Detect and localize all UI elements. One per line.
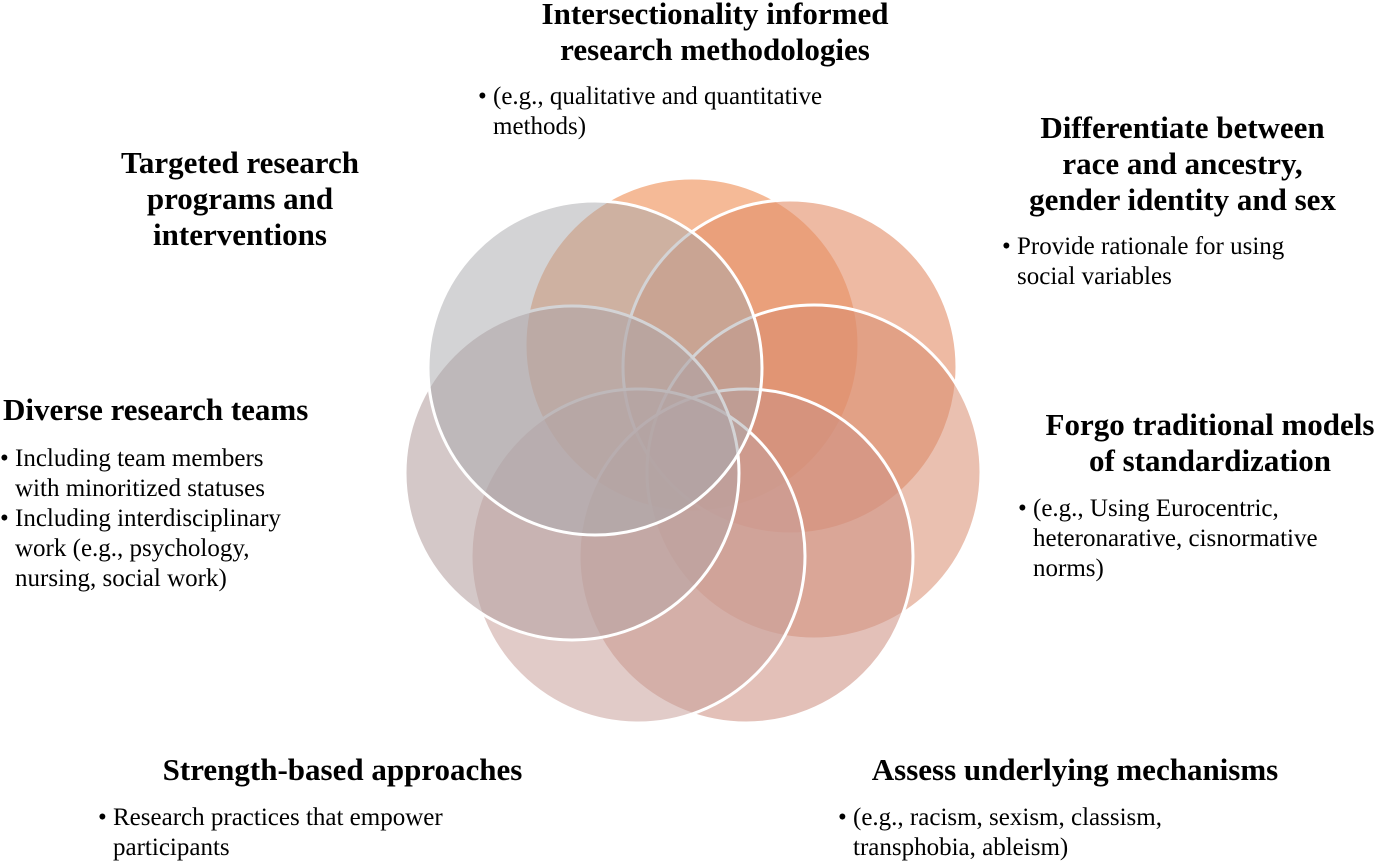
title-line: Diverse research teams xyxy=(3,392,309,427)
title-intersectionality: Intersectionality informed research meth… xyxy=(440,0,990,68)
block-assess-mechanisms: Assess underlying mechanisms xyxy=(820,752,1330,788)
bullet-dot: • xyxy=(0,505,9,532)
bullet-line: work (e.g., psychology, xyxy=(15,535,250,562)
title-line: gender identity and sex xyxy=(1029,182,1336,217)
bullet-dot: • xyxy=(478,83,487,110)
block-forgo-standardization: Forgo traditional models of standardizat… xyxy=(1020,407,1400,479)
bullet-line: participants xyxy=(113,834,230,861)
bullet-line: social variables xyxy=(1017,263,1172,290)
bullet-line: (e.g., qualitative and quantitative xyxy=(493,83,823,110)
bullet-item: • Including team members with minoritize… xyxy=(0,444,340,504)
bullets-diverse-teams: • Including team members with minoritize… xyxy=(0,444,340,594)
bullet-line: methods) xyxy=(493,113,587,140)
block-differentiate: Differentiate between race and ancestry,… xyxy=(985,110,1380,218)
block-strength-based: Strength-based approaches xyxy=(110,752,575,788)
title-targeted-programs: Targeted research programs and intervent… xyxy=(90,145,390,253)
bullet-line: transphobia, ableism) xyxy=(853,834,1069,861)
title-line: Targeted research xyxy=(121,145,359,180)
title-assess-mechanisms: Assess underlying mechanisms xyxy=(820,752,1330,788)
bullets-intersectionality: • (e.g., qualitative and quantitative me… xyxy=(478,82,898,142)
bullets-strength-based: • Research practices that empower partic… xyxy=(98,803,538,862)
block-diverse-teams: Diverse research teams xyxy=(3,392,383,428)
title-line: Differentiate between xyxy=(1040,110,1325,145)
bullet-line: Provide rationale for using xyxy=(1017,233,1285,260)
bullet-line: heteronarative, cisnormative xyxy=(1033,525,1318,552)
bullet-dot: • xyxy=(98,804,107,831)
bullets-differentiate: • Provide rationale for using social var… xyxy=(1002,232,1392,292)
bullet-line: (e.g., Using Eurocentric, xyxy=(1033,495,1279,522)
title-differentiate: Differentiate between race and ancestry,… xyxy=(985,110,1380,218)
title-line: Strength-based approaches xyxy=(162,752,523,787)
title-line: programs and xyxy=(146,181,334,216)
bullet-line: (e.g., racism, sexism, classism, xyxy=(853,804,1162,831)
bullet-dot: • xyxy=(1018,495,1027,522)
block-targeted-programs: Targeted research programs and intervent… xyxy=(90,145,390,253)
bullet-line: with minoritized statuses xyxy=(15,475,265,502)
bullet-line: Including interdisciplinary xyxy=(15,505,281,532)
bullet-item: • Including interdisciplinary work (e.g.… xyxy=(0,504,340,594)
title-line: Forgo traditional models xyxy=(1045,407,1375,442)
title-line: of standardization xyxy=(1089,443,1331,478)
title-line: research methodologies xyxy=(560,32,870,67)
title-line: interventions xyxy=(153,217,327,252)
title-line: Intersectionality informed xyxy=(541,0,889,31)
bullet-dot: • xyxy=(0,445,9,472)
bullet-item: • (e.g., racism, sexism, classism, trans… xyxy=(838,803,1258,862)
bullet-line: nursing, social work) xyxy=(15,565,227,592)
bullet-line: norms) xyxy=(1033,555,1104,582)
title-line: Assess underlying mechanisms xyxy=(871,752,1279,787)
bullets-assess-mechanisms: • (e.g., racism, sexism, classism, trans… xyxy=(838,803,1258,862)
title-diverse-teams: Diverse research teams xyxy=(3,392,383,428)
bullet-dot: • xyxy=(1002,233,1011,260)
bullet-line: Research practices that empower xyxy=(113,804,443,831)
bullet-line: Including team members xyxy=(15,445,264,472)
bullet-item: • (e.g., qualitative and quantitative me… xyxy=(478,82,898,142)
petal-targeted-programs xyxy=(426,199,764,537)
bullet-item: • Research practices that empower partic… xyxy=(98,803,538,862)
block-intersectionality: Intersectionality informed research meth… xyxy=(440,0,990,68)
title-forgo-standardization: Forgo traditional models of standardizat… xyxy=(1020,407,1400,479)
bullet-item: • (e.g., Using Eurocentric, heteronarati… xyxy=(1018,494,1388,584)
bullet-dot: • xyxy=(838,804,847,831)
title-strength-based: Strength-based approaches xyxy=(110,752,575,788)
title-line: race and ancestry, xyxy=(1062,146,1303,181)
bullets-forgo-standardization: • (e.g., Using Eurocentric, heteronarati… xyxy=(1018,494,1388,584)
bullet-item: • Provide rationale for using social var… xyxy=(1002,232,1392,292)
